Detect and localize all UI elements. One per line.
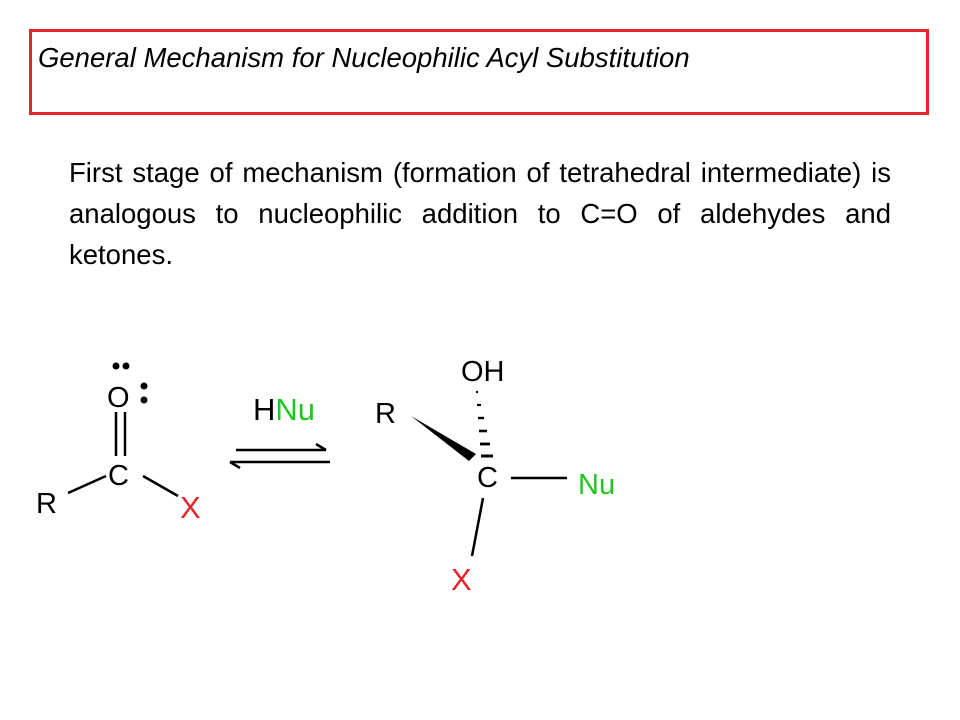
reactant-c-x-bond [142, 474, 179, 498]
lone-pair-right-dot-2 [140, 396, 148, 404]
product-r-label: R [375, 398, 396, 430]
reaction-arrows: HNu [229, 392, 330, 470]
reactant-r-label: R [36, 488, 57, 520]
product-oh-label: OH [461, 356, 505, 388]
product-carbon-label: C [477, 462, 498, 494]
reagent-label: HNu [253, 392, 315, 427]
product-molecule: OH R C Nu X [375, 356, 615, 597]
lone-pair-top-dot-2 [122, 362, 130, 370]
reactant-x-label: X [180, 490, 201, 525]
reverse-arrow-head [229, 460, 241, 470]
reactant-oxygen-label: O [107, 382, 130, 414]
lone-pair-top-dot-1 [112, 362, 120, 370]
solid-wedge-bond [411, 416, 476, 461]
description-text: First stage of mechanism (formation of t… [69, 157, 891, 270]
reactant-molecule: O C R X [36, 362, 201, 525]
product-x-label: X [451, 562, 472, 597]
product-c-x-bond [470, 497, 485, 557]
reactant-carbon-label: C [108, 460, 129, 492]
reagent-nu: Nu [275, 392, 315, 427]
reactant-c-r-bond [67, 474, 107, 495]
reagent-h: H [253, 392, 275, 427]
product-nu-label: Nu [578, 469, 615, 501]
title-box: General Mechanism for Nucleophilic Acyl … [29, 29, 929, 115]
lone-pair-right-dot-1 [140, 382, 148, 390]
forward-arrow-head [315, 442, 327, 452]
hashed-wedge-bond [476, 391, 493, 458]
slide-title: General Mechanism for Nucleophilic Acyl … [38, 42, 690, 73]
